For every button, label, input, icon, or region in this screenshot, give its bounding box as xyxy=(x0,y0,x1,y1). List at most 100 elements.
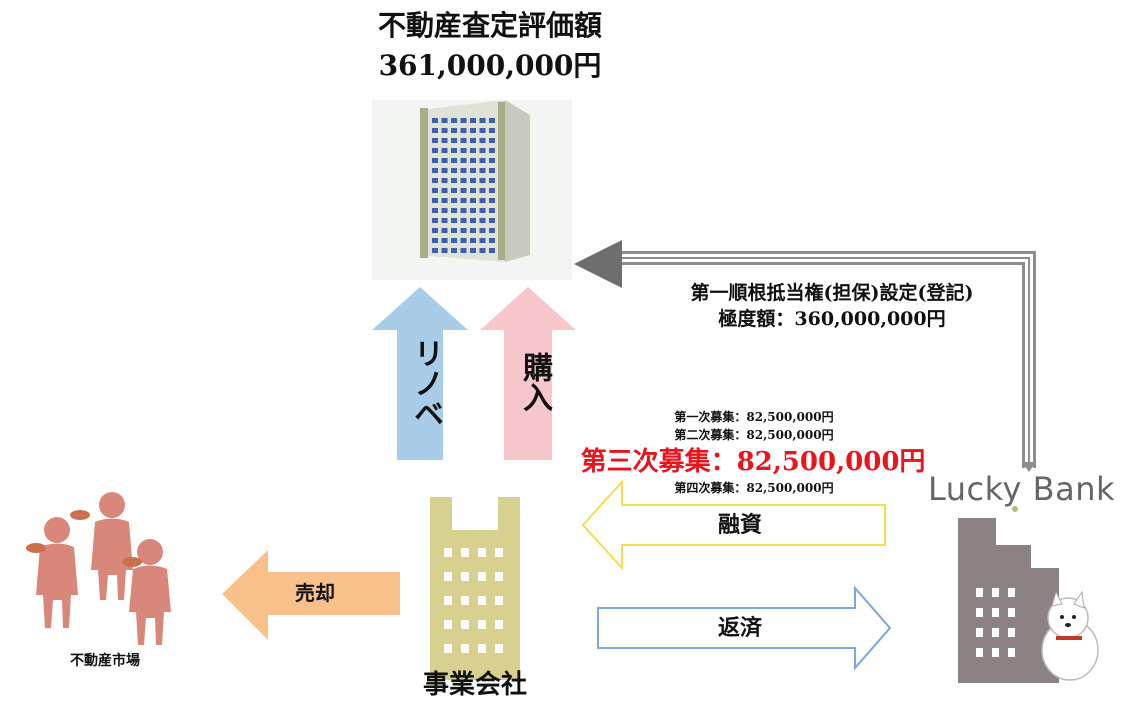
purchase-label: 購入 xyxy=(517,352,552,412)
sale-label: 売却 xyxy=(295,581,335,605)
appraisal-label: 不動産査定評価額 xyxy=(377,9,602,42)
apartment-window xyxy=(470,178,476,183)
apartment-window xyxy=(489,158,495,163)
appraisal-amount: 361,000,000円 xyxy=(378,49,602,82)
apartment-window xyxy=(460,238,467,243)
company-label: 事業会社 xyxy=(422,670,527,700)
apartment-window xyxy=(432,118,438,123)
bank-window xyxy=(1008,628,1015,637)
apartment-window xyxy=(441,178,448,183)
bank-window xyxy=(1008,608,1015,617)
apartment-window xyxy=(470,168,476,173)
company-window xyxy=(444,548,452,557)
apartment-window xyxy=(441,148,448,153)
bank-building-icon xyxy=(958,518,1059,683)
mortgage-line-2: 極度額：360,000,000円 xyxy=(718,308,946,330)
apartment-window xyxy=(470,128,476,133)
company-window xyxy=(495,644,503,653)
apartment-window xyxy=(489,128,495,133)
renovation-arrow xyxy=(372,287,468,460)
bank-window xyxy=(1008,588,1015,597)
company-window xyxy=(478,644,486,653)
apartment-window xyxy=(489,248,495,253)
apartment-window xyxy=(432,238,438,243)
company-window xyxy=(495,572,503,581)
apartment-building-illustration xyxy=(372,100,572,280)
apartment-window xyxy=(470,198,476,203)
mortgage-text: 第一順根抵当権(担保)設定(登記) 極度額：360,000,000円 xyxy=(632,280,1032,332)
company-window xyxy=(478,548,486,557)
apartment-window xyxy=(451,198,457,203)
apartment-window xyxy=(460,248,467,253)
market-label: 不動産市場 xyxy=(70,653,140,669)
company-window xyxy=(495,548,503,557)
apartment-window xyxy=(432,158,438,163)
apartment-window xyxy=(470,148,476,153)
apartment-window xyxy=(451,128,457,133)
apartment-window xyxy=(460,188,467,193)
financing-label: 融資 xyxy=(717,512,762,538)
company-window xyxy=(461,620,469,629)
apartment-window xyxy=(451,158,457,163)
apartment-window xyxy=(441,188,448,193)
apartment-window xyxy=(451,168,457,173)
company-window xyxy=(478,596,486,605)
appraisal-title: 不動産査定評価額 361,000,000円 xyxy=(300,6,680,86)
apartment-window xyxy=(479,118,486,123)
apartment-window xyxy=(432,168,438,173)
apartment-window xyxy=(441,198,448,203)
bank-window xyxy=(992,608,999,617)
apartment-window xyxy=(489,208,495,213)
company-window xyxy=(444,620,452,629)
round-3-highlight: 第三次募集：82,500,000円 xyxy=(580,447,926,477)
apartment-window xyxy=(451,118,457,123)
apartment-window xyxy=(479,228,486,233)
mortgage-arrow xyxy=(574,240,1036,472)
mortgage-line-1: 第一順根抵当権(担保)設定(登記) xyxy=(690,282,974,304)
apartment-window xyxy=(432,128,438,133)
financing-arrow xyxy=(581,479,886,571)
apartment-window xyxy=(460,178,467,183)
apartment-window xyxy=(460,168,467,173)
apartment-window xyxy=(451,228,457,233)
apartment-window xyxy=(451,188,457,193)
apartment-window xyxy=(460,158,467,163)
apartment-window xyxy=(451,248,457,253)
apartment-windows xyxy=(432,118,495,253)
apartment-window xyxy=(432,148,438,153)
apartment-window xyxy=(451,238,457,243)
company-window xyxy=(495,596,503,605)
apartment-window xyxy=(479,148,486,153)
apartment-window xyxy=(460,198,467,203)
company-window xyxy=(461,596,469,605)
apartment-window xyxy=(460,218,467,223)
apartment-window xyxy=(479,248,486,253)
apartment-window xyxy=(479,128,486,133)
apartment-window xyxy=(460,138,467,143)
company-building-icon xyxy=(430,497,520,680)
repayment-label: 返済 xyxy=(717,615,762,641)
round-4: 第四次募集：82,500,000円 xyxy=(674,481,834,495)
logo-clover-icon xyxy=(1012,506,1018,512)
apartment-window xyxy=(479,178,486,183)
apartment-window xyxy=(470,158,476,163)
apartment-window xyxy=(489,198,495,203)
bank-window xyxy=(976,648,983,657)
apartment-window xyxy=(479,158,486,163)
apartment-window xyxy=(441,118,448,123)
apartment-window xyxy=(470,238,476,243)
apartment-window xyxy=(432,178,438,183)
apartment-window xyxy=(460,118,467,123)
apartment-window xyxy=(489,218,495,223)
bank-logo: Lucky Bank xyxy=(928,470,1116,508)
apartment-window xyxy=(451,148,457,153)
apartment-window xyxy=(470,228,476,233)
company-window xyxy=(478,620,486,629)
purchase-arrow xyxy=(480,287,576,460)
bank-window xyxy=(976,608,983,617)
apartment-window xyxy=(479,188,486,193)
round-1: 第一次募集：82,500,000円 xyxy=(674,410,834,424)
apartment-window xyxy=(451,138,457,143)
apartment-window xyxy=(432,218,438,223)
